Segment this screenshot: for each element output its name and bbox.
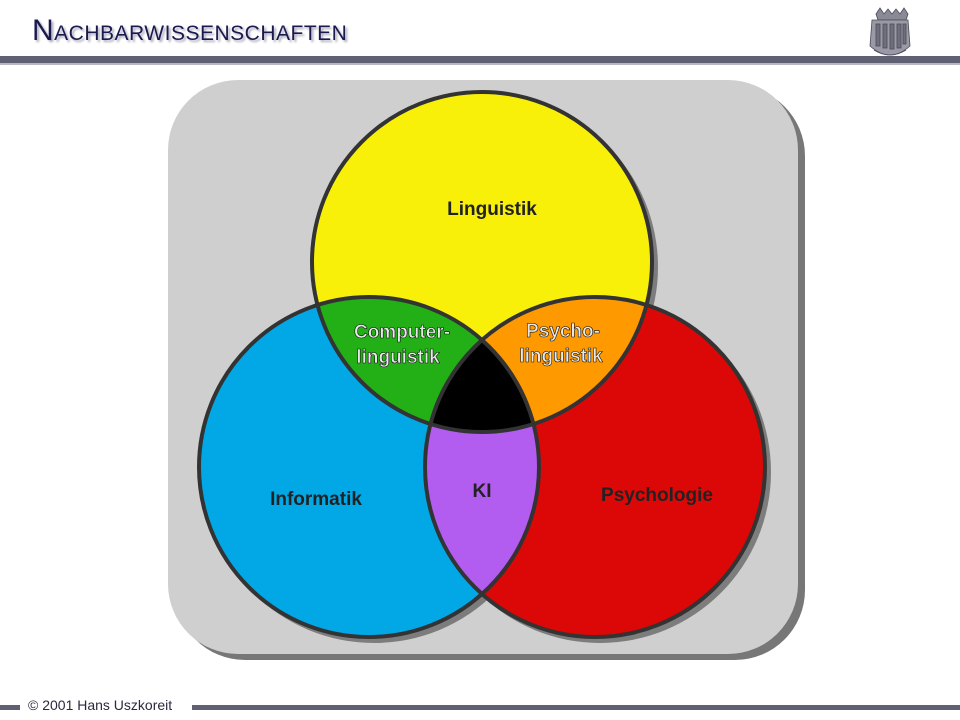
label-linguistik: Linguistik (447, 199, 537, 220)
header-rule-shadow (0, 63, 960, 65)
footer-rule-left (0, 705, 20, 710)
label-psychologie: Psychologie (601, 485, 713, 506)
page-title: Nachbarwissenschaften (32, 14, 348, 47)
copyright-text: © 2001 Hans Uszkoreit (28, 697, 173, 713)
overlap-center (425, 297, 539, 432)
university-seal-icon (869, 7, 911, 56)
header-rule (0, 56, 960, 63)
outline-linguistik (310, 90, 654, 434)
svg-text:Computer-: Computer- (354, 322, 450, 343)
svg-text:linguistik: linguistik (519, 346, 603, 367)
footer-rule-right (192, 705, 960, 710)
svg-text:Psycho-: Psycho- (526, 321, 600, 342)
svg-text:linguistik: linguistik (356, 347, 440, 368)
label-psycholinguistik: Psycho- linguistik (519, 321, 603, 368)
outline-informatik (197, 295, 541, 639)
outline-psychologie (423, 295, 767, 639)
label-informatik: Informatik (270, 489, 362, 510)
label-computerlinguistik: Computer- linguistik (354, 322, 451, 369)
label-ki: KI (473, 481, 492, 502)
